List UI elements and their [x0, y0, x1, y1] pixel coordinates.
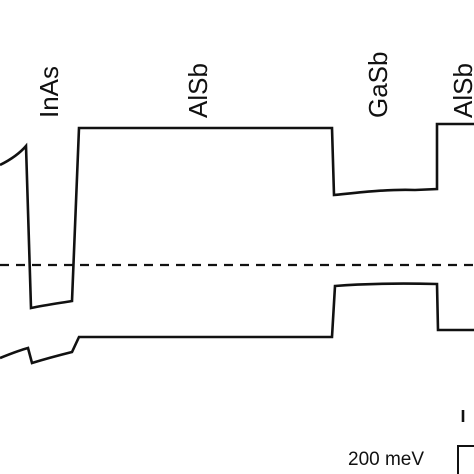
scale-bar-box [457, 445, 474, 474]
scale-bar-label: 200 meV [348, 449, 424, 470]
layer-label-alsb-2: AlSb [448, 63, 474, 118]
layer-label-alsb-1: AlSb [183, 63, 213, 118]
layer-label-inas: InAs [34, 66, 64, 118]
conduction-band-edge [0, 122, 474, 310]
valence-band-edge [0, 282, 474, 365]
layer-label-gasb: GaSb [363, 52, 393, 119]
